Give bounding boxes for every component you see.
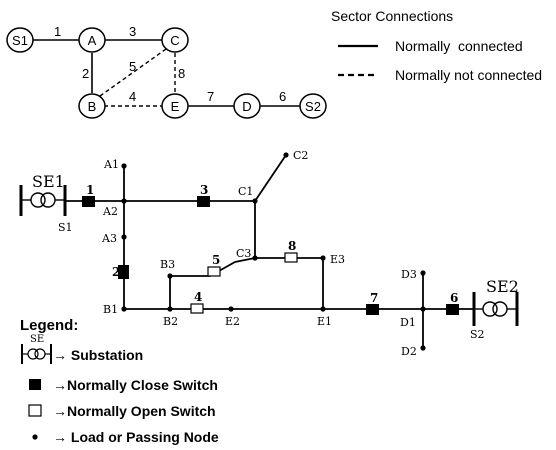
sector-edge-label: 2 [82, 66, 89, 81]
node-d1 [420, 306, 426, 312]
switch-label: 8 [288, 239, 296, 253]
switch-8: 8 [284, 239, 298, 263]
node-a2 [121, 198, 127, 204]
sector-node-label: B [88, 99, 97, 114]
node-label-s1: S1 [58, 221, 73, 234]
switch-7: 7 [366, 291, 379, 315]
sector-edge-label: 4 [129, 89, 136, 104]
substation-se2: SE2 [472, 277, 519, 326]
open-switch-icon [28, 404, 42, 417]
switch-5: 5 [207, 253, 221, 277]
sector-edge-label: 3 [129, 24, 136, 39]
node-b3 [167, 273, 173, 279]
node-label-d2: D2 [401, 345, 417, 358]
sector-legend-title: Sector Connections [331, 8, 453, 24]
node-label-e2: E2 [225, 315, 240, 328]
sector-node-d: D [233, 93, 261, 119]
sector-edge-label: 8 [178, 66, 185, 81]
node-a1 [121, 163, 127, 169]
node-c3 [252, 255, 258, 261]
sector-edge-label: 6 [279, 89, 286, 104]
sector-node-label: C [170, 33, 179, 48]
node-e3 [320, 255, 326, 261]
switch-label: 6 [450, 291, 458, 305]
node-a3 [121, 234, 127, 240]
substation-label: SE1 [32, 172, 65, 191]
node-label-b1: B1 [103, 303, 118, 316]
node-label-c2: C2 [293, 149, 308, 162]
closed-switch-icon [29, 379, 41, 390]
node-label-a1: A1 [103, 158, 119, 171]
switch-3: 3 [197, 183, 210, 207]
node-d3 [420, 270, 426, 276]
legend-se-label: SE [30, 334, 44, 345]
switch-label: 2 [112, 265, 120, 279]
node-label-d1: D1 [400, 316, 416, 329]
sector-node-s1: S1 [6, 27, 34, 53]
node-c2 [283, 152, 289, 158]
sector-edge-label: 1 [54, 24, 61, 39]
switch-label: 1 [86, 183, 94, 197]
legend-open-switch-text: →Normally Open Switch [53, 403, 216, 419]
node-b2 [167, 306, 173, 312]
node-label-e1: E1 [317, 315, 332, 328]
sector-node-e: E [161, 93, 189, 119]
sector-node-b: B [78, 93, 106, 119]
node-label-b2: B2 [163, 315, 178, 328]
legend-title: Legend: [20, 317, 78, 334]
substation-label: SE2 [486, 277, 519, 296]
switch-6: 6 [446, 291, 459, 315]
sector-node-label: E [171, 99, 180, 114]
node-label-c1: C1 [238, 185, 253, 198]
node-label-e3: E3 [330, 253, 345, 266]
node-label-a3: A3 [101, 232, 117, 245]
legend: Legend: SE → Substation →Normally Close … [20, 317, 219, 445]
sector-node-label: D [242, 99, 251, 114]
node-label-s2: S2 [470, 328, 485, 341]
node-dot-icon [32, 434, 38, 440]
sector-node-label: S2 [305, 99, 321, 114]
node-label-d3: D3 [401, 268, 417, 281]
sector-node-s2: S2 [299, 93, 327, 119]
node-label-b3: B3 [160, 258, 175, 271]
legend-node-text: → Load or Passing Node [53, 429, 219, 445]
network-nodes [121, 152, 426, 351]
node-label-a2: A2 [102, 205, 118, 218]
substation-symbol-icon: SE [21, 334, 52, 364]
substation-se1: SE1 [19, 172, 67, 216]
switch-4: 4 [190, 290, 204, 314]
node-d2 [420, 345, 426, 351]
legend-substation-text: → Substation [53, 347, 143, 363]
connected-label: Normally connected [395, 38, 523, 54]
switch-1: 1 [82, 183, 95, 207]
node-b1 [121, 306, 127, 312]
switch-label: 5 [212, 253, 220, 267]
sector-graph: 1 3 2 5 8 4 7 6 S1 A C B E D [6, 24, 327, 119]
switch-label: 7 [370, 291, 378, 305]
switch-2: 2 [112, 265, 129, 279]
sector-node-label: S1 [12, 33, 28, 48]
switch-label: 3 [200, 183, 208, 197]
sector-legend: Sector Connections Normally connected No… [331, 8, 542, 83]
sector-edge-label: 7 [207, 89, 214, 104]
node-e1 [320, 306, 326, 312]
node-label-c3: C3 [236, 247, 251, 260]
legend-closed-switch-text: →Normally Close Switch [53, 377, 218, 393]
sector-node-a: A [78, 27, 106, 53]
switch-label: 4 [194, 290, 202, 304]
sector-node-label: A [88, 33, 97, 48]
node-e2 [228, 306, 234, 312]
not-connected-label: Normally not connected [395, 67, 542, 83]
sector-edge-label: 5 [129, 59, 136, 74]
node-c1 [252, 198, 258, 204]
sector-node-c: C [161, 27, 189, 53]
network: SE1 S1 SE2 S2 [19, 149, 519, 358]
